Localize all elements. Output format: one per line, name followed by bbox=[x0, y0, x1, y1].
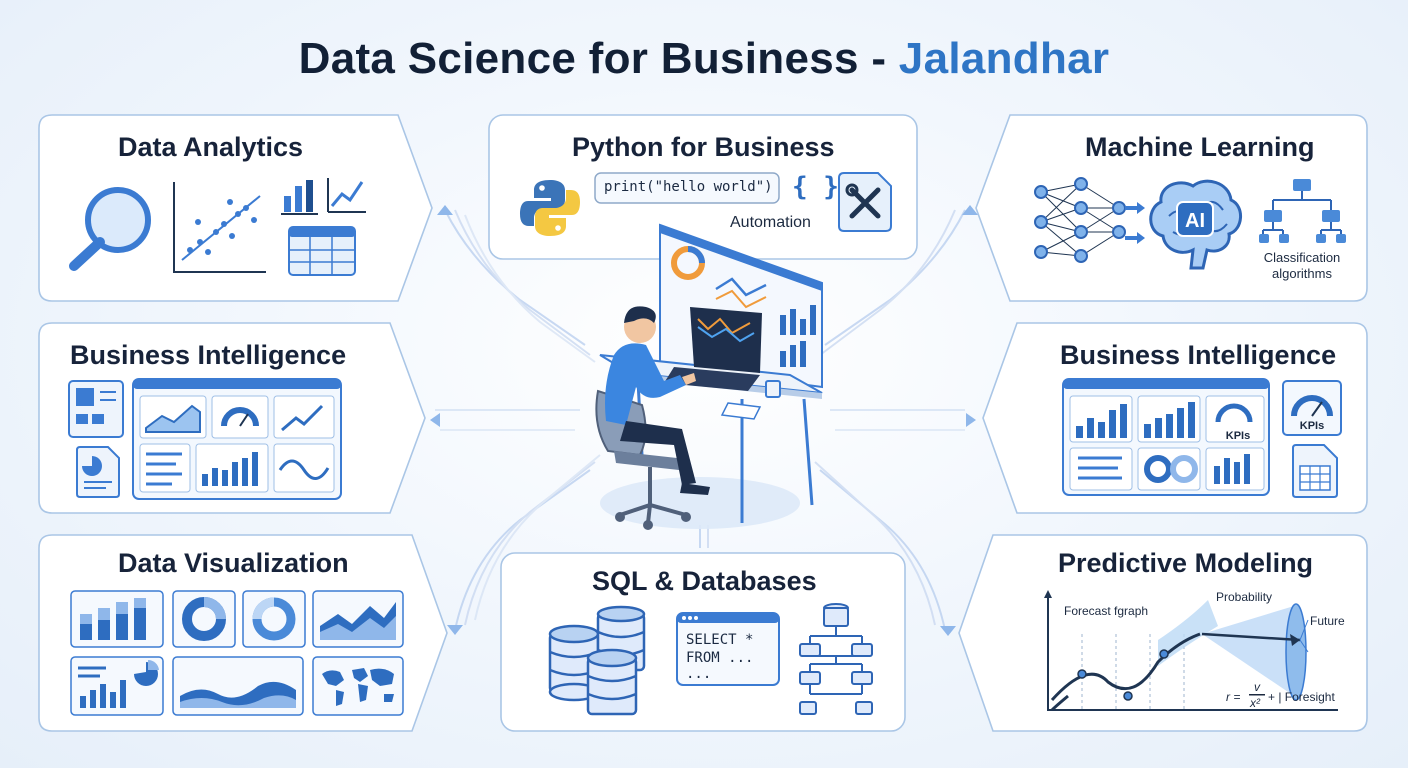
bi-right-panel: Business Intelligence KPIs KPIs bbox=[982, 322, 1368, 514]
formula-right: + | Foresight bbox=[1268, 690, 1335, 704]
stacked-bar-icon bbox=[70, 590, 164, 648]
kpi-label-2: KPIs bbox=[1299, 420, 1325, 432]
forecast-graph bbox=[1044, 590, 1338, 712]
magnifier-icon bbox=[69, 187, 151, 271]
classification-label-line1: Classification bbox=[1263, 250, 1341, 265]
panel-title: Data Visualization bbox=[118, 548, 349, 578]
dashboard-icon bbox=[132, 378, 342, 500]
kpi-label-1: KPIs bbox=[1225, 430, 1251, 442]
neural-network-icon bbox=[1034, 177, 1126, 263]
automation-label: Automation bbox=[730, 214, 811, 231]
bar-chart-icon bbox=[281, 180, 318, 215]
analyst-workstation-illustration bbox=[595, 223, 823, 530]
tools-icon bbox=[838, 172, 892, 232]
database-stack-icon bbox=[548, 605, 646, 716]
brain-icon bbox=[1149, 179, 1242, 270]
area-chart-icon bbox=[312, 590, 404, 648]
query-line-3: ... bbox=[686, 666, 712, 682]
dashboard-icon bbox=[1062, 378, 1270, 496]
bar-pie-icon bbox=[70, 656, 164, 716]
panel-title: Business Intelligence bbox=[1060, 340, 1337, 370]
sql-panel: SQL & Databases SELECT * FROM ... ... bbox=[500, 552, 906, 732]
panel-title: Business Intelligence bbox=[70, 340, 347, 370]
panel-title: Machine Learning bbox=[1085, 132, 1315, 162]
code-box bbox=[594, 172, 780, 204]
predictive-panel: Predictive Modeling Forecast fgraph Prob… bbox=[958, 534, 1368, 732]
code-snippet: print("hello world") bbox=[604, 179, 773, 195]
ai-chip-label: AI bbox=[1185, 210, 1205, 232]
line-chart-icon bbox=[327, 178, 366, 213]
panel-frame bbox=[958, 534, 1368, 732]
ring-icon bbox=[242, 590, 306, 648]
formula-denominator: x² bbox=[1250, 696, 1260, 710]
wave-area-icon bbox=[172, 656, 304, 716]
formula-numerator: v bbox=[1254, 680, 1260, 694]
forecast-label: Forecast fgraph bbox=[1064, 604, 1149, 618]
bi-left-panel: Business Intelligence bbox=[38, 322, 426, 514]
python-logo-icon bbox=[520, 180, 580, 236]
donut-icon bbox=[172, 590, 236, 648]
pie-doc-icon bbox=[76, 446, 120, 498]
fraction-bar bbox=[1249, 694, 1265, 696]
world-map-icon bbox=[312, 656, 404, 716]
title-accent: Jalandhar bbox=[898, 34, 1110, 83]
braces-icon: { } bbox=[792, 172, 839, 202]
python-panel: Python for Business print("hello world")… bbox=[488, 114, 918, 260]
classification-label-line2: algorithms bbox=[1272, 266, 1332, 281]
tree-icon bbox=[1259, 179, 1346, 243]
panel-title: SQL & Databases bbox=[592, 566, 817, 596]
query-window-icon bbox=[676, 612, 780, 686]
schema-icon bbox=[799, 603, 873, 715]
report-icon bbox=[68, 380, 124, 438]
arrows-icon bbox=[1125, 202, 1145, 244]
probability-label: Probability bbox=[1216, 590, 1273, 604]
formula-left: r = bbox=[1226, 690, 1241, 704]
machine-learning-panel: Machine Learning AI Classification algor… bbox=[975, 114, 1368, 302]
gauge-icon bbox=[1282, 380, 1342, 436]
data-visualization-panel: Data Visualization bbox=[38, 534, 448, 732]
scatter-plot-icon bbox=[173, 182, 266, 273]
query-line-2: FROM ... bbox=[686, 650, 754, 666]
data-analytics-panel: Data Analytics bbox=[38, 114, 433, 302]
future-label: Future bbox=[1310, 614, 1345, 628]
panel-title: Predictive Modeling bbox=[1058, 548, 1314, 578]
page-title: Data Science for Business - Jalandhar bbox=[298, 34, 1110, 83]
spreadsheet-icon bbox=[1292, 444, 1338, 498]
table-icon bbox=[288, 226, 356, 276]
panel-title: Python for Business bbox=[572, 132, 835, 162]
query-line-1: SELECT * bbox=[686, 632, 754, 648]
panel-title: Data Analytics bbox=[118, 132, 304, 162]
